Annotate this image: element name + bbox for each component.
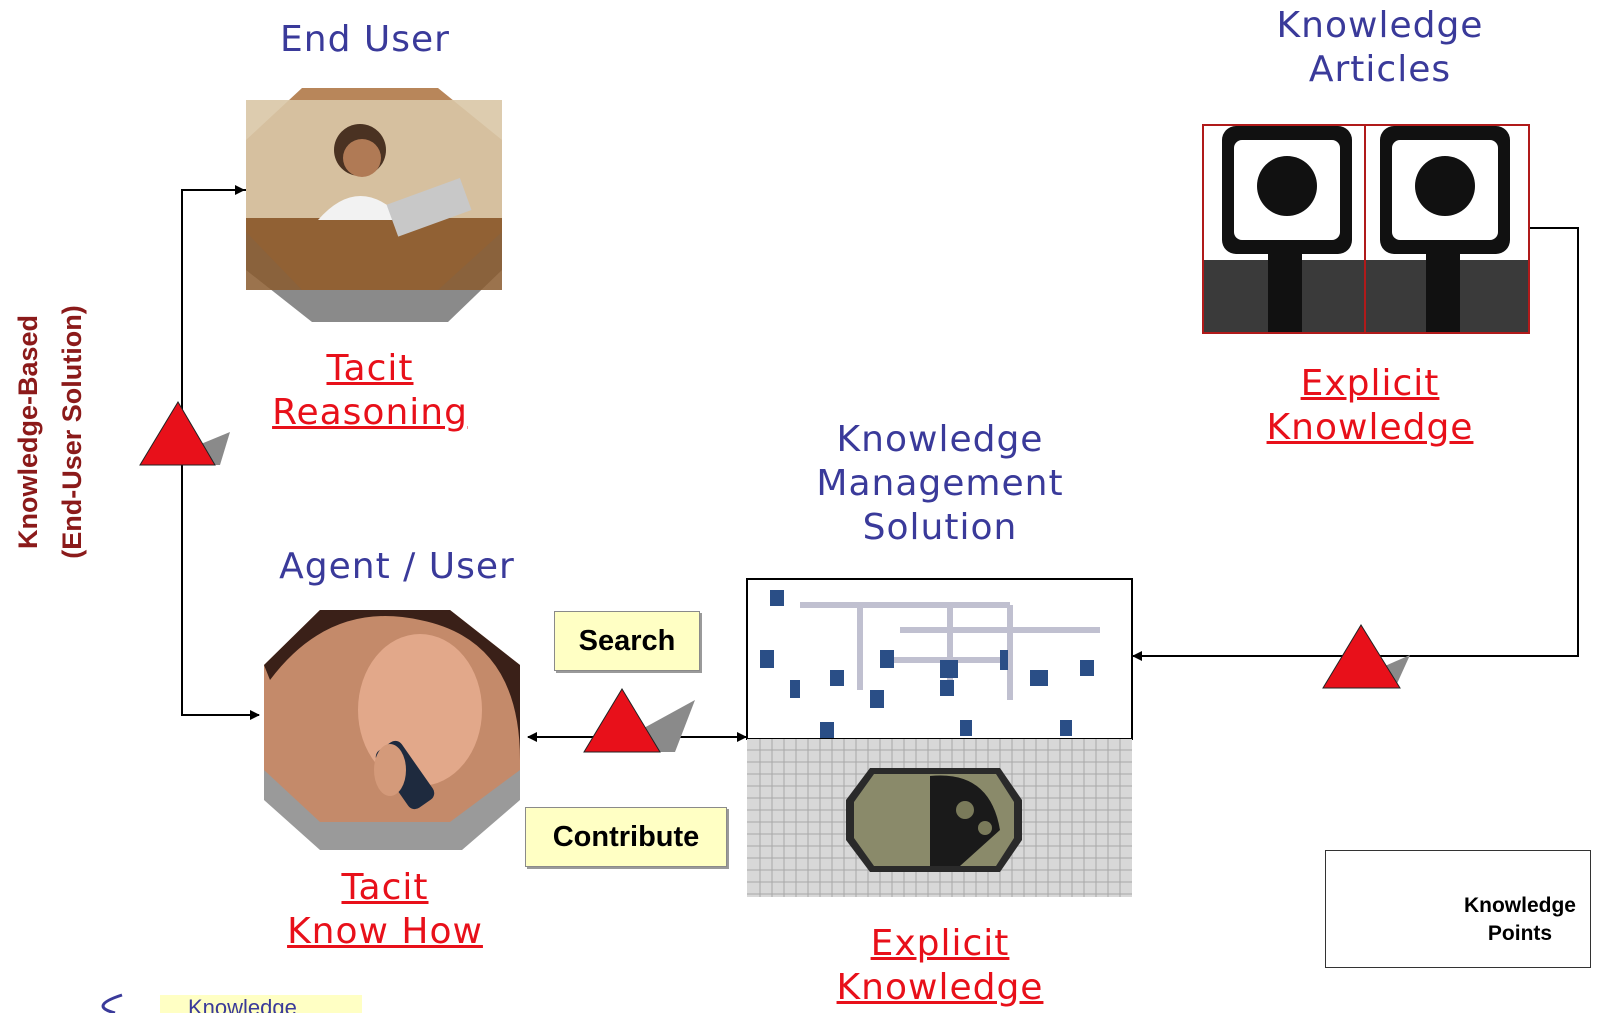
legend-label-line1: Knowledge	[1463, 894, 1576, 917]
kms-title-line3: Solution	[862, 507, 1018, 548]
end-user-title: End User	[280, 19, 450, 60]
end-user-photo	[246, 88, 502, 322]
search-tag: Search	[554, 611, 700, 671]
agent-photo	[264, 610, 520, 850]
bottom-knowledge-tag-label: Knowledge	[188, 995, 297, 1013]
contribute-tag: Contribute	[525, 807, 727, 867]
kms-binary-image	[746, 578, 1133, 740]
articles-title-line2: Articles	[1308, 49, 1452, 90]
legend-box	[1325, 850, 1591, 968]
knowledge-articles-image	[1202, 124, 1530, 334]
knowledge-point-marker-middle	[583, 688, 695, 753]
end-user-link-line1[interactable]: Tacit	[326, 348, 414, 389]
articles-link-line1[interactable]: Explicit	[1300, 363, 1440, 404]
articles-title-line1: Knowledge	[1276, 5, 1484, 46]
swirl-icon	[101, 993, 123, 1013]
kms-title-line1: Knowledge	[836, 419, 1044, 460]
agent-link-line1[interactable]: Tacit	[341, 867, 429, 908]
kms-title-line2: Management	[816, 463, 1064, 504]
end-user-link-line2[interactable]: Reasoning	[272, 392, 468, 433]
articles-link-line2[interactable]: Knowledge	[1266, 407, 1474, 448]
bottom-knowledge-tag: Knowledge	[160, 995, 362, 1013]
legend-label: Knowledge Points	[1455, 892, 1585, 948]
kms-link-line2[interactable]: Knowledge	[836, 967, 1044, 1008]
knowledge-point-marker-left	[139, 401, 230, 466]
legend-label-line2: Points	[1487, 922, 1553, 945]
kms-grid-image	[747, 739, 1132, 897]
knowledge-point-marker-right	[1322, 624, 1410, 689]
kms-link-line1[interactable]: Explicit	[870, 923, 1010, 964]
agent-title: Agent / User	[279, 546, 515, 587]
agent-link-line2[interactable]: Know How	[287, 911, 483, 952]
